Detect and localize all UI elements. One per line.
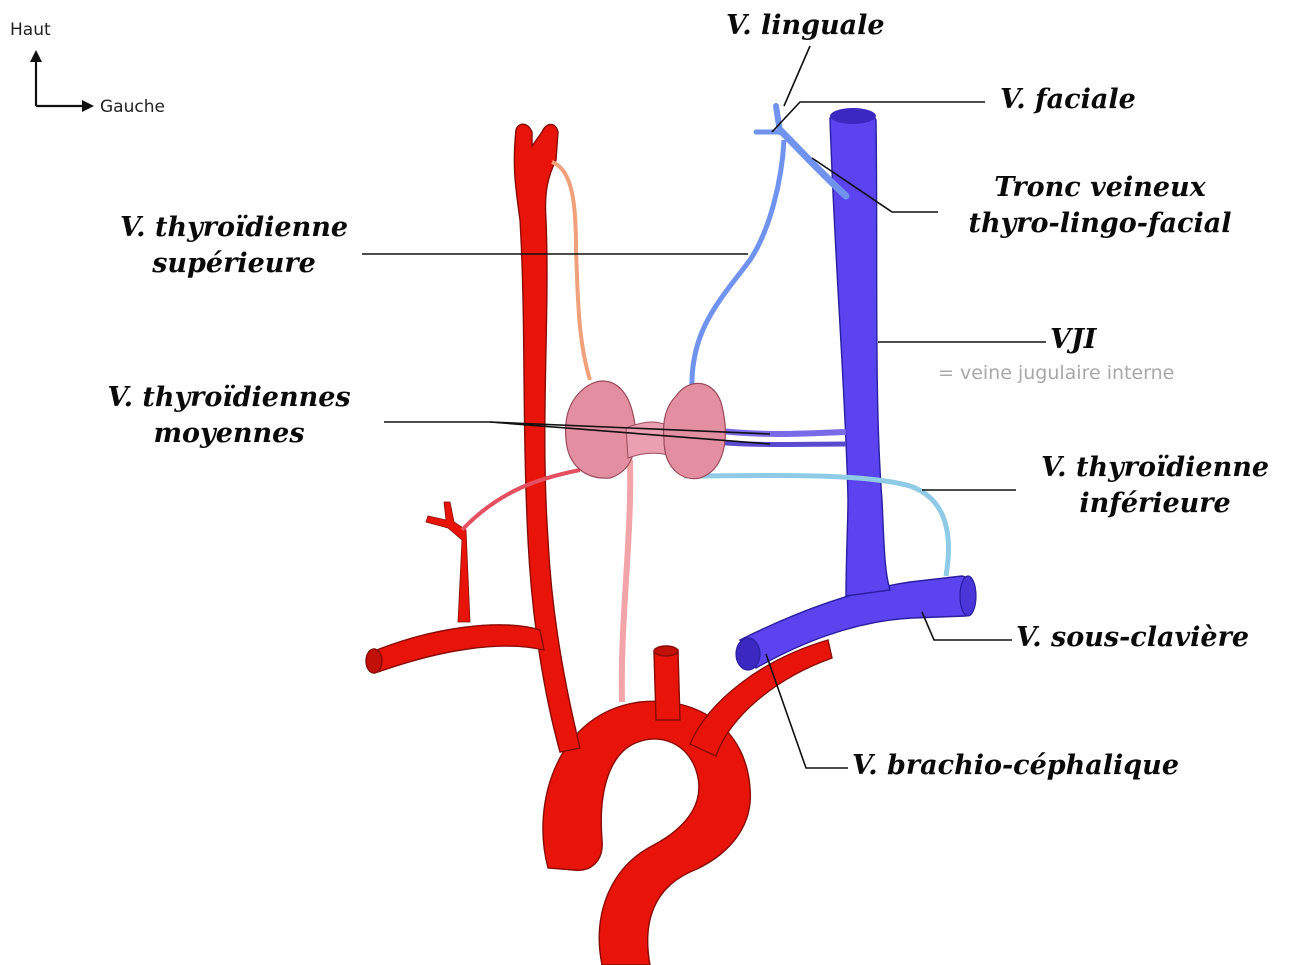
right-subclavian-artery (372, 625, 544, 672)
right-arrow-icon (82, 100, 94, 112)
label-thyro-lingo-facial-trunk: Tronc veineux thyro-lingo-facial (930, 170, 1270, 242)
left-carotid-opening (654, 646, 678, 656)
jugular-opening (830, 108, 876, 124)
label-inferior-thyroid-vein: V. thyroïdienne inférieure (1010, 450, 1298, 522)
arteries (366, 124, 832, 965)
label-trunk-line2: thyro-lingo-facial (930, 206, 1270, 242)
label-middle-line2: moyennes (70, 416, 388, 452)
orientation-up-label: Haut (10, 20, 51, 40)
label-lingual-vein: V. linguale (726, 8, 885, 44)
leader-facial (772, 102, 985, 132)
label-superior-line1: V. thyroïdienne (84, 210, 384, 246)
orientation-side-label: Gauche (100, 97, 165, 117)
thyroid-ima-vessel (622, 460, 630, 702)
label-facial-vein: V. faciale (1000, 82, 1136, 118)
thyrocervical-trunk (426, 502, 470, 622)
orientation-arrows (36, 58, 86, 106)
label-superior-thyroid-vein: V. thyroïdienne supérieure (84, 210, 384, 282)
thyroid-left-lobe (566, 381, 636, 478)
label-superior-line2: supérieure (84, 246, 384, 282)
superior-thyroid-vein (692, 140, 784, 390)
label-vji-note: = veine jugulaire interne (938, 362, 1174, 384)
up-arrow-icon (30, 50, 42, 62)
subclavian-opening (960, 576, 976, 616)
leader-lingual (784, 46, 810, 106)
internal-jugular-vein (830, 111, 890, 596)
label-middle-thyroid-veins: V. thyroïdiennes moyennes (70, 380, 388, 452)
inferior-thyroid-artery (462, 470, 580, 530)
label-brachiocephalic-vein: V. brachio-céphalique (852, 748, 1179, 784)
brachiocephalic-opening (736, 638, 760, 670)
label-inferior-line1: V. thyroïdienne (1010, 450, 1298, 486)
label-inferior-line2: inférieure (1010, 486, 1298, 522)
middle-thyroid-vein-2 (712, 442, 846, 445)
right-subclavian-opening (366, 649, 382, 673)
left-carotid-stub (654, 650, 680, 720)
label-subclavian-vein: V. sous-clavière (1016, 620, 1249, 656)
label-trunk-line1: Tronc veineux (930, 170, 1270, 206)
label-middle-line1: V. thyroïdiennes (70, 380, 388, 416)
label-vji: VJI (1050, 322, 1096, 358)
inferior-thyroid-vein (684, 475, 949, 576)
superior-thyroid-artery (552, 162, 590, 380)
